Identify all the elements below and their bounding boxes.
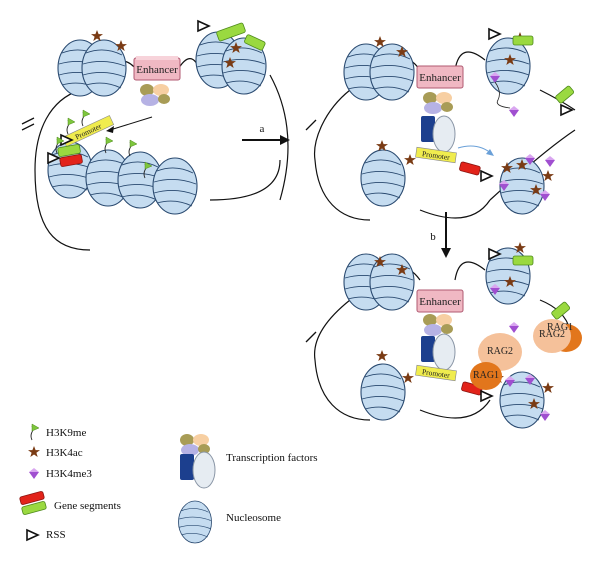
legend-h3k9me: H3K9me xyxy=(46,427,87,439)
nucleosome-icon xyxy=(178,500,212,544)
transcription-factor-cluster xyxy=(140,84,170,106)
legend-transcription-factors: Transcription factors xyxy=(226,452,318,464)
transition-arrow-a: a xyxy=(242,123,290,145)
rag-complex: RAG2 RAG1 RAG2 RAG1 xyxy=(470,319,582,390)
step-b-label: b xyxy=(430,231,436,243)
nucleosome xyxy=(360,363,406,421)
rag1-label: RAG1 xyxy=(547,322,573,333)
rag2-label: RAG2 xyxy=(539,329,565,340)
enhancer-label: Enhancer xyxy=(419,72,461,84)
rss-icon xyxy=(488,28,501,40)
h3k4ac-mark xyxy=(404,154,416,165)
rag2-label: RAG2 xyxy=(487,346,513,357)
h3k9me-mark xyxy=(66,117,76,135)
h3k4me3-mark xyxy=(545,156,555,167)
enhancer-label: Enhancer xyxy=(136,64,178,76)
legend-h3k4ac: H3K4ac xyxy=(46,447,83,459)
h3k4me3-icon xyxy=(29,468,39,479)
enhancer-label: Enhancer xyxy=(419,296,461,308)
legend-gene-segments: Gene segments xyxy=(54,500,121,512)
legend-h3k4me3: H3K4me3 xyxy=(46,468,92,480)
promoter-label: Promoter xyxy=(421,367,450,380)
panel-rag-recruitment: Enhancer Promoter RAG2 RAG1 RAG2 RAG1 xyxy=(305,242,582,429)
legend xyxy=(19,423,216,544)
h3k4ac-mark xyxy=(542,382,554,393)
panel-enhancer-promoter-contact: Enhancer Promoter xyxy=(305,28,576,221)
h3k9me-icon xyxy=(30,423,40,441)
nucleosome xyxy=(369,43,415,101)
step-a-label: a xyxy=(260,123,265,135)
rss-icon xyxy=(480,170,493,182)
promoter-label: Promoter xyxy=(421,149,450,162)
transition-arrow-b: b xyxy=(430,212,451,258)
promoter-label: Promoter xyxy=(74,121,104,141)
legend-nucleosome: Nucleosome xyxy=(226,512,281,524)
rss-icon xyxy=(197,20,210,32)
h3k9me-mark xyxy=(81,109,91,127)
rss-icon xyxy=(480,390,493,402)
h3k4me3-mark xyxy=(509,322,519,333)
h3k4ac-mark xyxy=(91,30,103,41)
transcription-factor-cluster xyxy=(423,314,453,336)
rag1-label: RAG1 xyxy=(473,370,499,381)
h3k4me3-mark xyxy=(509,106,519,117)
nucleosome xyxy=(360,149,406,207)
nucleosome xyxy=(152,157,198,215)
h3k4ac-mark xyxy=(376,140,388,151)
nucleosome xyxy=(485,37,531,95)
h3k4ac-icon xyxy=(28,446,40,457)
h3k4ac-mark xyxy=(376,350,388,361)
transcription-factor-cluster xyxy=(423,92,453,114)
panel-initial: Enhancer Promoter xyxy=(21,20,289,251)
legend-rss: RSS xyxy=(46,529,66,541)
rss-icon xyxy=(26,529,39,541)
nucleosome xyxy=(369,253,415,311)
